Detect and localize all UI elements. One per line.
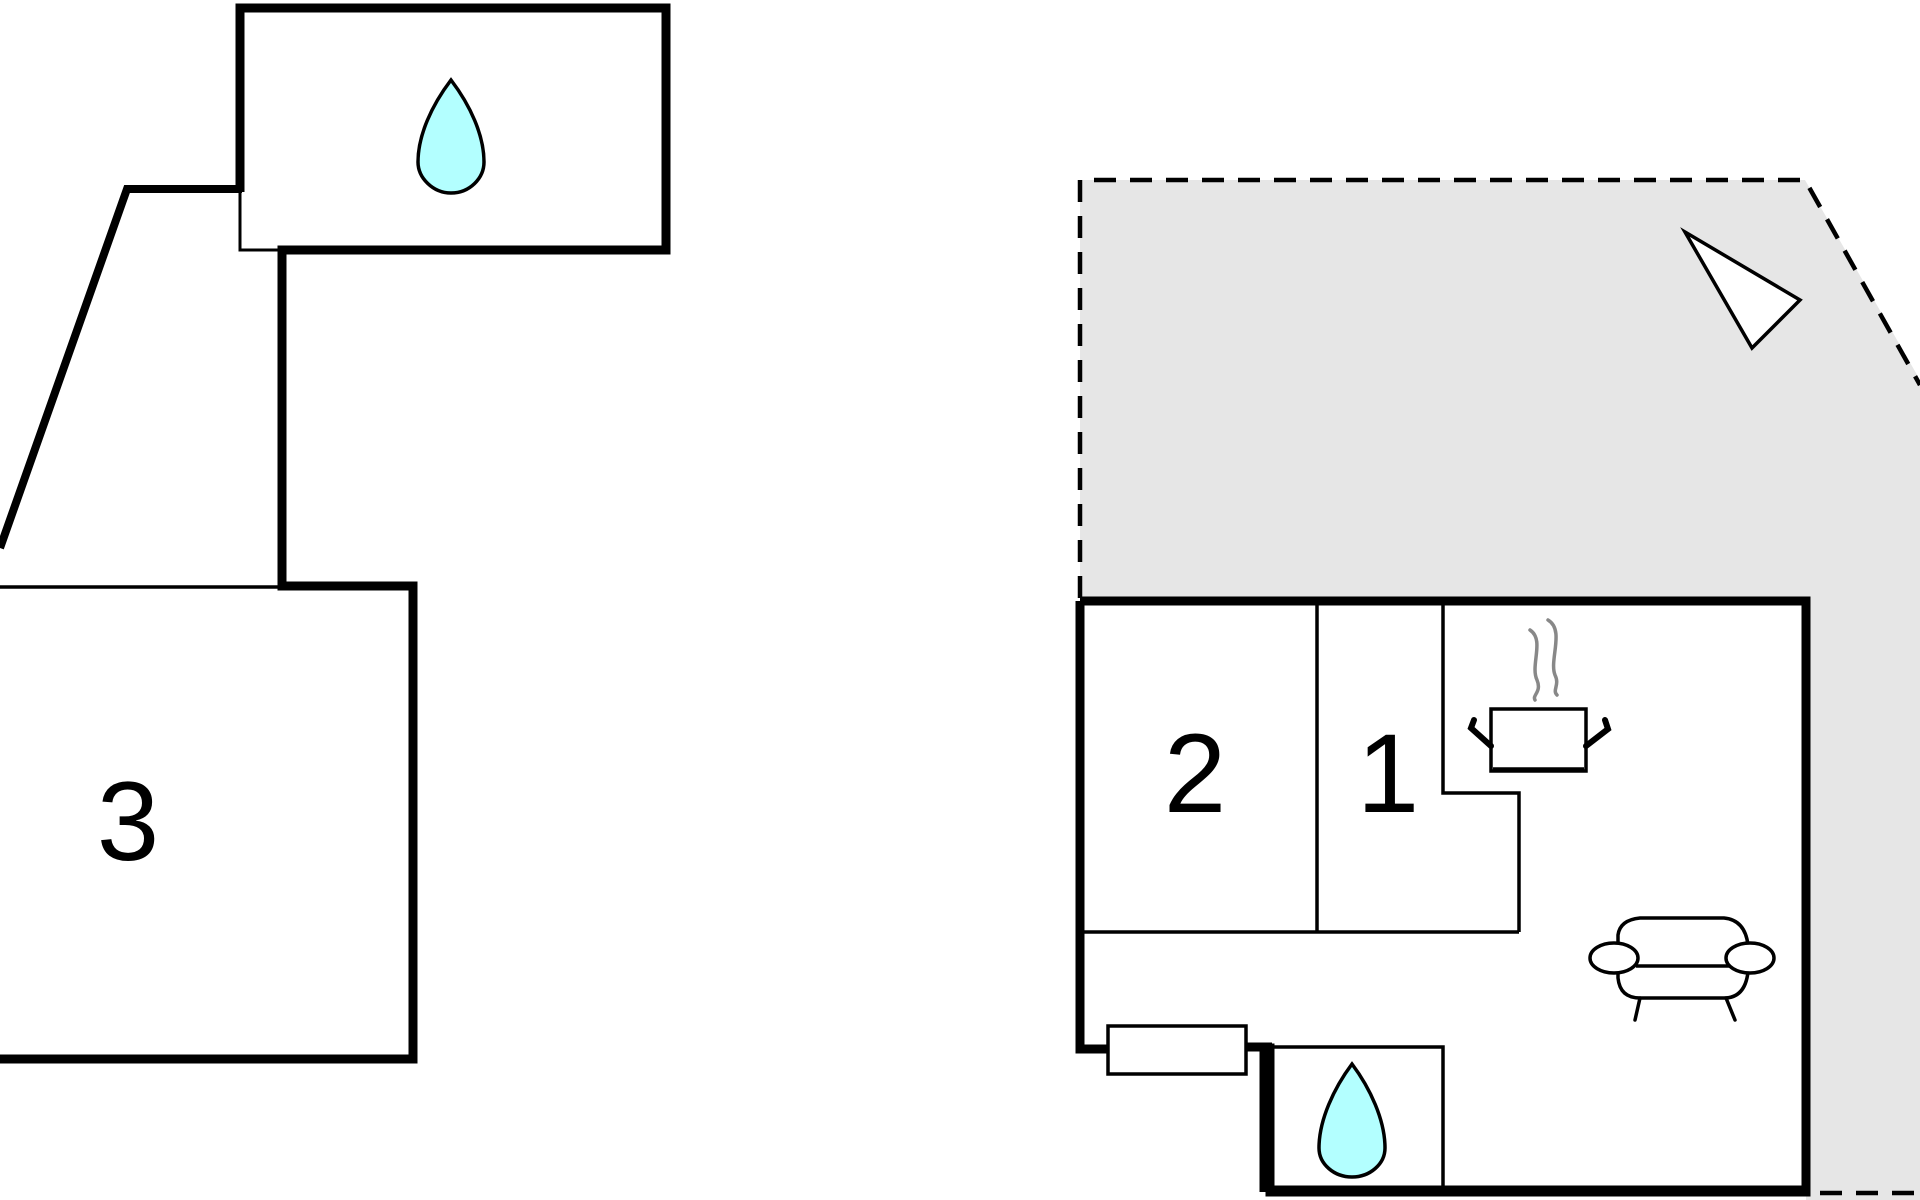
outer-wall-left [1075,601,1110,1054]
room-label-2: 2 [1164,711,1226,836]
annex-connector [238,189,282,252]
wall-room1-kitchen [1441,603,1521,932]
north-arrow-icon [1680,227,1803,351]
cooking-pot-icon [1467,618,1612,773]
water-drop-icon [1317,1061,1387,1179]
terrace-area [1077,177,1920,1200]
left-bathroom-walls [0,3,671,1064]
radiator-icon [1106,1024,1248,1076]
slanted-wall [0,185,242,550]
sofa-icon [1588,916,1776,1022]
room-label-3: 3 [97,759,159,884]
water-drop-icon [416,77,486,195]
house-right: 2 1 [1075,596,1811,1197]
terrace-fill [1080,180,1920,1200]
terrace-dashed-border [1077,177,1920,598]
wall-bathroom [1268,1045,1445,1190]
room-label-1: 1 [1357,711,1419,836]
house-left: 3 [0,3,671,1064]
